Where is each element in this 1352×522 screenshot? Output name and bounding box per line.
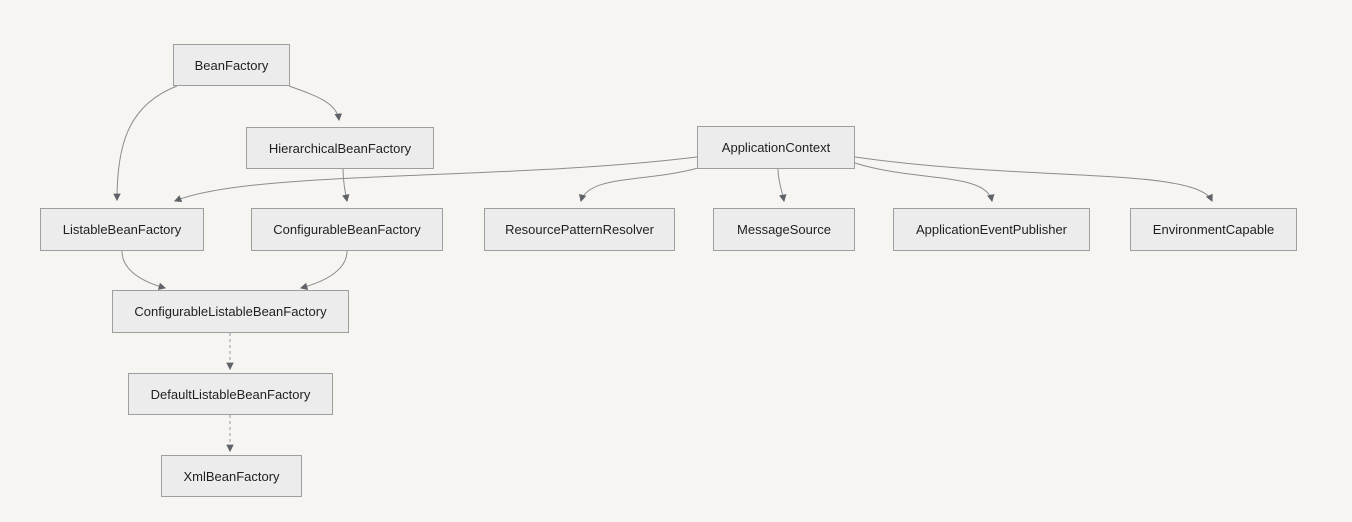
node-xml-bean-factory: XmlBeanFactory bbox=[161, 455, 302, 497]
edge-applicationcontext-environmentcapable bbox=[854, 156, 1213, 203]
node-resource-pattern-resolver: ResourcePatternResolver bbox=[484, 208, 675, 251]
edge-applicationcontext-listablebeanfactory bbox=[173, 156, 698, 203]
node-configurable-bean-factory: ConfigurableBeanFactory bbox=[251, 208, 443, 251]
node-message-source: MessageSource bbox=[713, 208, 855, 251]
node-hierarchical-bean-factory: HierarchicalBeanFactory bbox=[246, 127, 434, 169]
node-application-event-publisher: ApplicationEventPublisher bbox=[893, 208, 1090, 251]
node-bean-factory: BeanFactory bbox=[173, 44, 290, 86]
edge-beanfactory-hierarchicalbeanfactory bbox=[288, 85, 342, 122]
node-default-listable-bean-factory: DefaultListableBeanFactory bbox=[128, 373, 333, 415]
node-listable-bean-factory: ListableBeanFactory bbox=[40, 208, 204, 251]
edge-applicationcontext-resourcepatternresolver bbox=[579, 167, 699, 203]
edge-configurablebeanfactory-configurablelistablebeanfactory bbox=[299, 250, 348, 290]
edge-listablebeanfactory-configurablelistablebeanfactory bbox=[121, 250, 167, 290]
edge-applicationcontext-applicationeventpublisher bbox=[854, 162, 995, 203]
node-application-context: ApplicationContext bbox=[697, 126, 855, 169]
node-environment-capable: EnvironmentCapable bbox=[1130, 208, 1297, 251]
edge-applicationcontext-messagesource bbox=[777, 168, 787, 203]
edge-beanfactory-listablebeanfactory bbox=[113, 85, 178, 202]
node-configurable-listable-bean-factory: ConfigurableListableBeanFactory bbox=[112, 290, 349, 333]
edge-hierarchicalbeanfactory-configurablebeanfactory bbox=[342, 168, 350, 203]
